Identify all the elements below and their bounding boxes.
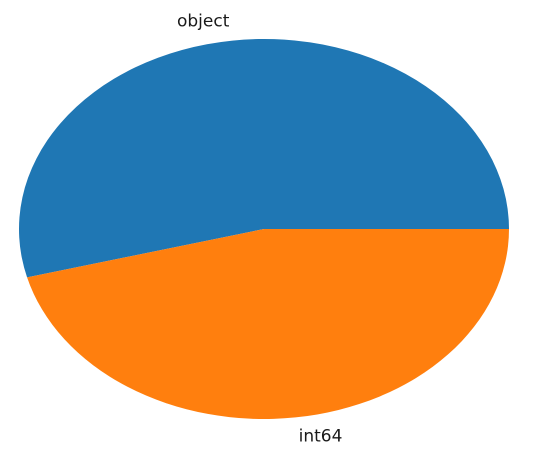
slice-label-object: object: [177, 12, 230, 32]
pie-slices: [18, 38, 510, 419]
pie-labels: object int64: [177, 12, 342, 447]
pie-slice-int64: [27, 229, 510, 419]
pie-slice-object: [18, 38, 509, 278]
slice-label-int64: int64: [299, 426, 343, 446]
